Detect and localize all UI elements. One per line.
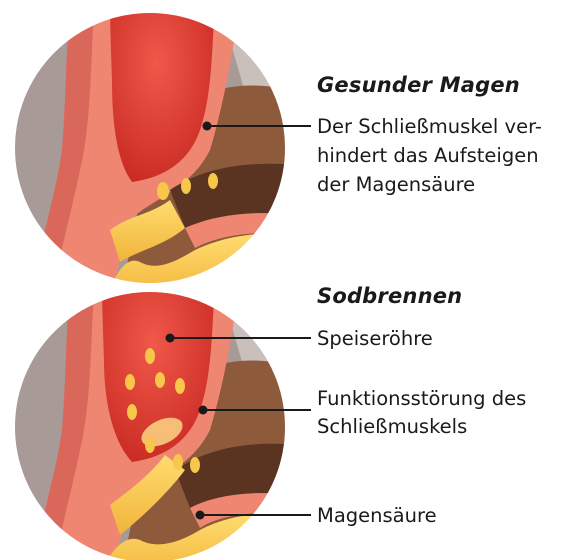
label-stomach-acid: Magensäure xyxy=(317,501,437,530)
heading-healthy-stomach: Gesunder Magen xyxy=(317,73,520,97)
heartburn-illustration xyxy=(14,280,300,560)
label-sphincter-line-2: hindert das Aufsteigen xyxy=(317,141,539,170)
label-dysfunction-line-1: Funktionsstörung des xyxy=(317,384,526,413)
label-sphincter-line-1: Der Schließmuskel ver- xyxy=(317,112,542,141)
label-dysfunction-line-2: Schließmuskels xyxy=(317,412,467,441)
label-esophagus: Speiseröhre xyxy=(317,324,433,353)
label-sphincter-line-3: der Magensäure xyxy=(317,170,475,199)
heading-heartburn: Sodbrennen xyxy=(317,284,462,308)
healthy-stomach-illustration xyxy=(14,0,300,300)
